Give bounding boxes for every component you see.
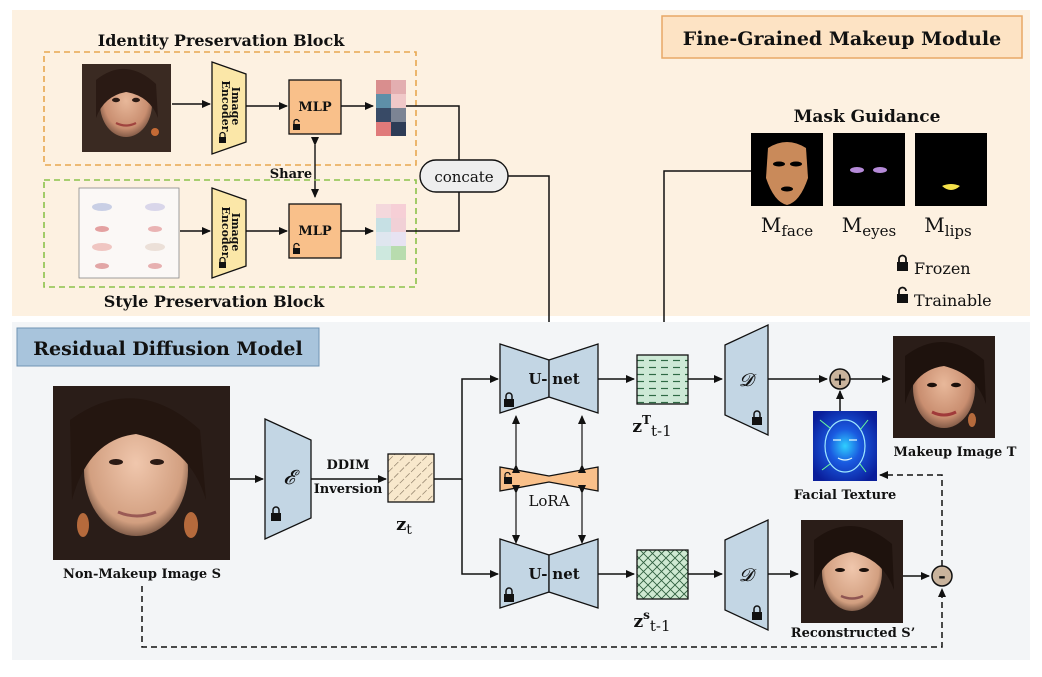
unet-top-right	[548, 343, 599, 414]
style-encoder-label-1: Image	[229, 213, 242, 252]
style-token-cell	[391, 204, 406, 218]
legend-trainable: Trainable	[914, 291, 992, 310]
mask-eyes-label: Meyes	[842, 213, 896, 240]
reconstructed-caption: Reconstructed S’	[791, 626, 915, 641]
identity-encoder-label-2: Encoder	[219, 81, 232, 132]
mask-lips-label: Mlips	[924, 213, 971, 240]
identity-token-grid	[376, 80, 406, 136]
style-token-grid	[376, 204, 406, 260]
unet-bottom-right	[548, 538, 599, 609]
mask-face-label: Mface	[761, 213, 813, 240]
style-block-border	[43, 179, 417, 288]
identity-token-cell	[391, 94, 406, 108]
lora-label: LoRA	[528, 492, 569, 510]
decoder-top	[724, 323, 769, 437]
style-encoder-lock-icon	[219, 256, 226, 268]
identity-encoder-lock-icon	[219, 131, 226, 143]
encoder-e	[264, 417, 312, 541]
style-mlp-label: MLP	[298, 224, 332, 239]
line-style-tokens-to-concat	[406, 192, 460, 232]
identity-token-cell	[376, 108, 391, 122]
concat-label: concate	[434, 168, 493, 186]
latent-zT	[636, 354, 689, 405]
arrow-concat-to-unet	[508, 175, 553, 343]
identity-face-image	[82, 64, 171, 152]
arrow-zt-to-unet-bottom	[461, 479, 499, 578]
unet-bottom-lock-icon	[504, 587, 514, 602]
encoder-e-lock-icon	[271, 506, 281, 521]
trainable-unlock-icon	[897, 286, 908, 303]
arrow-zt-to-unet-top	[434, 375, 499, 480]
unet-top-lock-icon	[504, 392, 514, 407]
ddim-label-1: DDIM	[326, 458, 369, 473]
mask-lips-image	[915, 133, 987, 206]
latent-zS	[636, 549, 689, 600]
identity-token-cell	[391, 80, 406, 94]
non-makeup-image	[53, 386, 230, 560]
latent-zt	[387, 453, 435, 503]
ddim-label-2: Inversion	[314, 482, 383, 497]
makeup-caption: Makeup Image T	[894, 445, 1017, 460]
residual-title-box	[16, 327, 320, 367]
style-token-cell	[376, 232, 391, 246]
decoder-top-symbol: 𝓓	[739, 370, 757, 391]
style-token-cell	[376, 218, 391, 232]
module-title-box	[661, 15, 1023, 59]
residual-title: Residual Diffusion Model	[33, 338, 302, 360]
identity-token-cell	[376, 94, 391, 108]
unet-bottom-label-1: U-	[528, 565, 547, 583]
style-token-cell	[376, 204, 391, 218]
identity-block-border	[43, 51, 417, 166]
identity-block-title: Identity Preservation Block	[98, 31, 345, 50]
minus-symbol: -	[938, 566, 945, 587]
identity-token-cell	[376, 80, 391, 94]
reconstructed-image	[801, 520, 903, 623]
style-encoder-label-2: Encoder	[219, 207, 232, 258]
decoder-bottom	[724, 518, 769, 632]
identity-token-cell	[376, 122, 391, 136]
facial-texture-caption: Facial Texture	[794, 488, 896, 503]
style-block-title: Style Preservation Block	[104, 292, 325, 311]
module-title: Fine-Grained Makeup Module	[683, 28, 1001, 50]
identity-encoder-label-1: Image	[229, 87, 242, 126]
decoder-bottom-lock-icon	[752, 605, 762, 620]
mask-eyes-image	[833, 133, 905, 206]
latent-zt-label: zt	[396, 514, 412, 538]
style-token-cell	[391, 218, 406, 232]
style-makeup-image	[78, 187, 180, 279]
decoder-bottom-symbol: 𝓓	[739, 565, 757, 586]
latent-zS-label: zst-1	[633, 608, 670, 635]
plus-symbol: +	[833, 370, 847, 390]
unet-top-label-2: net	[552, 370, 579, 388]
lora-unlock-icon	[504, 471, 512, 484]
style-mlp-lock-icon	[293, 242, 300, 254]
latent-zT-label: zTt-1	[632, 413, 671, 440]
mask-face-image	[751, 133, 823, 206]
unet-top-label-1: U-	[528, 370, 547, 388]
legend-frozen: Frozen	[914, 259, 971, 278]
line-identity-tokens-to-concat	[406, 105, 460, 160]
style-token-cell	[391, 232, 406, 246]
style-token-cell	[376, 246, 391, 260]
share-label: Share	[270, 167, 312, 182]
identity-token-cell	[391, 122, 406, 136]
dashed-minus-to-texture	[879, 471, 943, 566]
dashed-source-to-minus	[141, 586, 946, 648]
identity-mlp-label: MLP	[298, 100, 332, 115]
unet-bottom-label-2: net	[552, 565, 579, 583]
style-image-encoder	[211, 187, 247, 279]
lora-module	[499, 466, 599, 492]
non-makeup-caption: Non-Makeup Image S	[63, 567, 221, 582]
identity-image-encoder	[211, 61, 247, 155]
decoder-top-lock-icon	[752, 410, 762, 425]
identity-mlp-lock-icon	[293, 118, 300, 130]
identity-token-cell	[391, 108, 406, 122]
mask-guidance-title: Mask Guidance	[794, 107, 941, 127]
style-token-cell	[391, 246, 406, 260]
arrow-mask-to-unet	[660, 170, 751, 345]
frozen-lock-icon	[897, 254, 908, 271]
facial-texture-image	[813, 411, 877, 481]
makeup-image	[893, 336, 995, 438]
